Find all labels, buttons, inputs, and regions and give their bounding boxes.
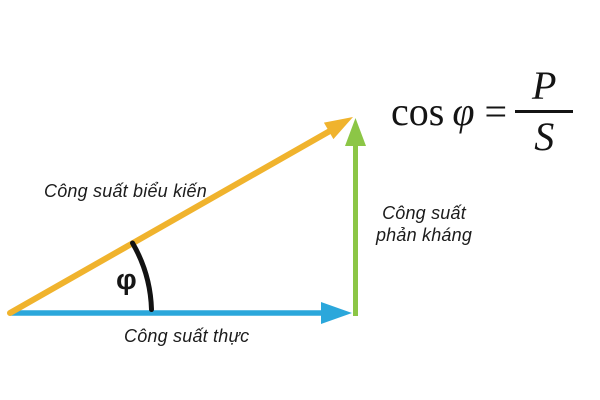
formula-cos: cos [391, 89, 445, 134]
formula-equals: = [484, 89, 508, 134]
apparent-power-arrowhead [323, 117, 353, 140]
reactive-power-label: Công suất phản kháng [368, 202, 480, 246]
formula-fraction: P S [515, 66, 574, 159]
real-power-arrowhead [321, 302, 352, 324]
formula-phi: φ [452, 89, 475, 134]
apparent-power-arrow-shaft [7, 128, 332, 316]
apparent-power-label: Công suất biểu kiến [44, 181, 207, 201]
reactive-power-label-line1: Công suất [382, 203, 466, 223]
reactive-power-label-line2: phản kháng [375, 225, 473, 245]
real-power-label: Công suất thực [124, 326, 250, 346]
formula-numerator: P [515, 66, 574, 113]
phi-angle-label: φ [116, 264, 137, 296]
angle-arc [130, 240, 154, 312]
reactive-power-arrowhead [345, 118, 366, 146]
cos-phi-formula: cos φ = P S [391, 66, 574, 159]
formula-denominator: S [534, 114, 555, 159]
